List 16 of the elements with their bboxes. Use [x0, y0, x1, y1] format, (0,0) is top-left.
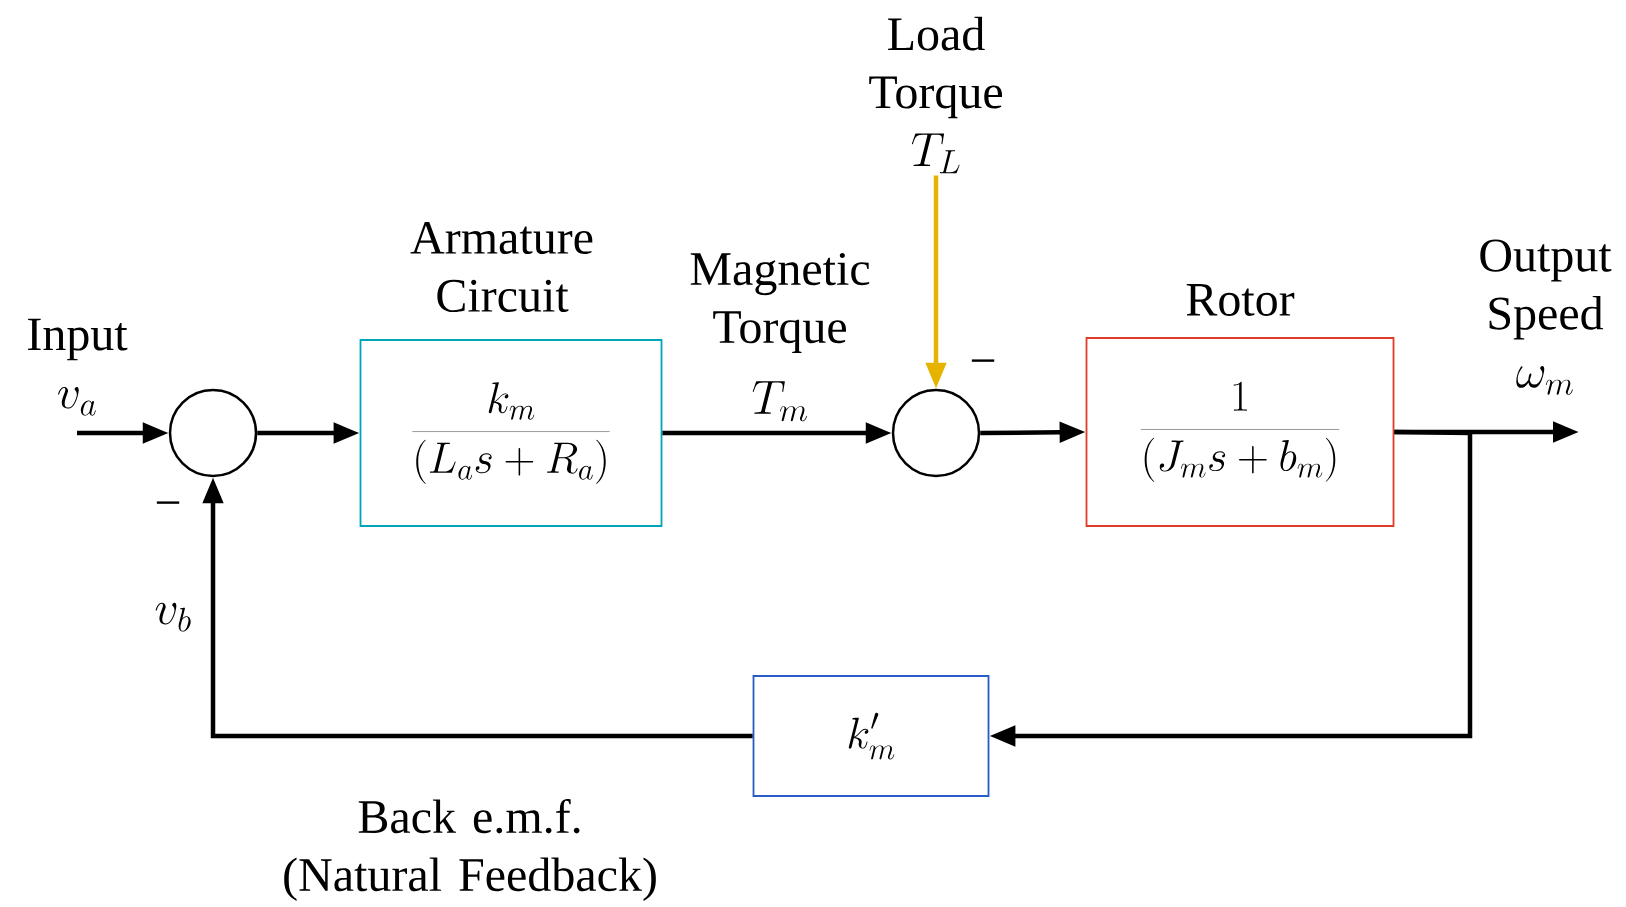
- signal-label: Output Speed $\omega_m$: [1480, 239, 1612, 395]
- minus-sign: −: [971, 359, 995, 362]
- summing-junction: [168, 388, 258, 478]
- block-box: $\frac{1}{(J_m s + b_m)}$: [1085, 337, 1395, 527]
- edge-label: $v_b$: [152, 601, 194, 634]
- block-heading: Rotor: [1186, 284, 1295, 316]
- block-box: $\frac{k_m}{(L_a s + R_a)}$: [359, 339, 663, 527]
- caption-text: Back e.m.f. (Natural Feedback): [284, 799, 656, 901]
- summing-junction: [891, 388, 981, 478]
- signal-label: $T_m$: [752, 381, 807, 422]
- signal-label: Magnetic Torque: [690, 253, 870, 353]
- block-box: $k'_m$: [752, 675, 990, 797]
- block-heading: Armature Circuit: [410, 221, 593, 313]
- minus-sign: −: [156, 501, 180, 504]
- signal-label: Input $v_a$: [28, 318, 128, 416]
- signal-label: Load Torque $T_L$: [869, 16, 1002, 174]
